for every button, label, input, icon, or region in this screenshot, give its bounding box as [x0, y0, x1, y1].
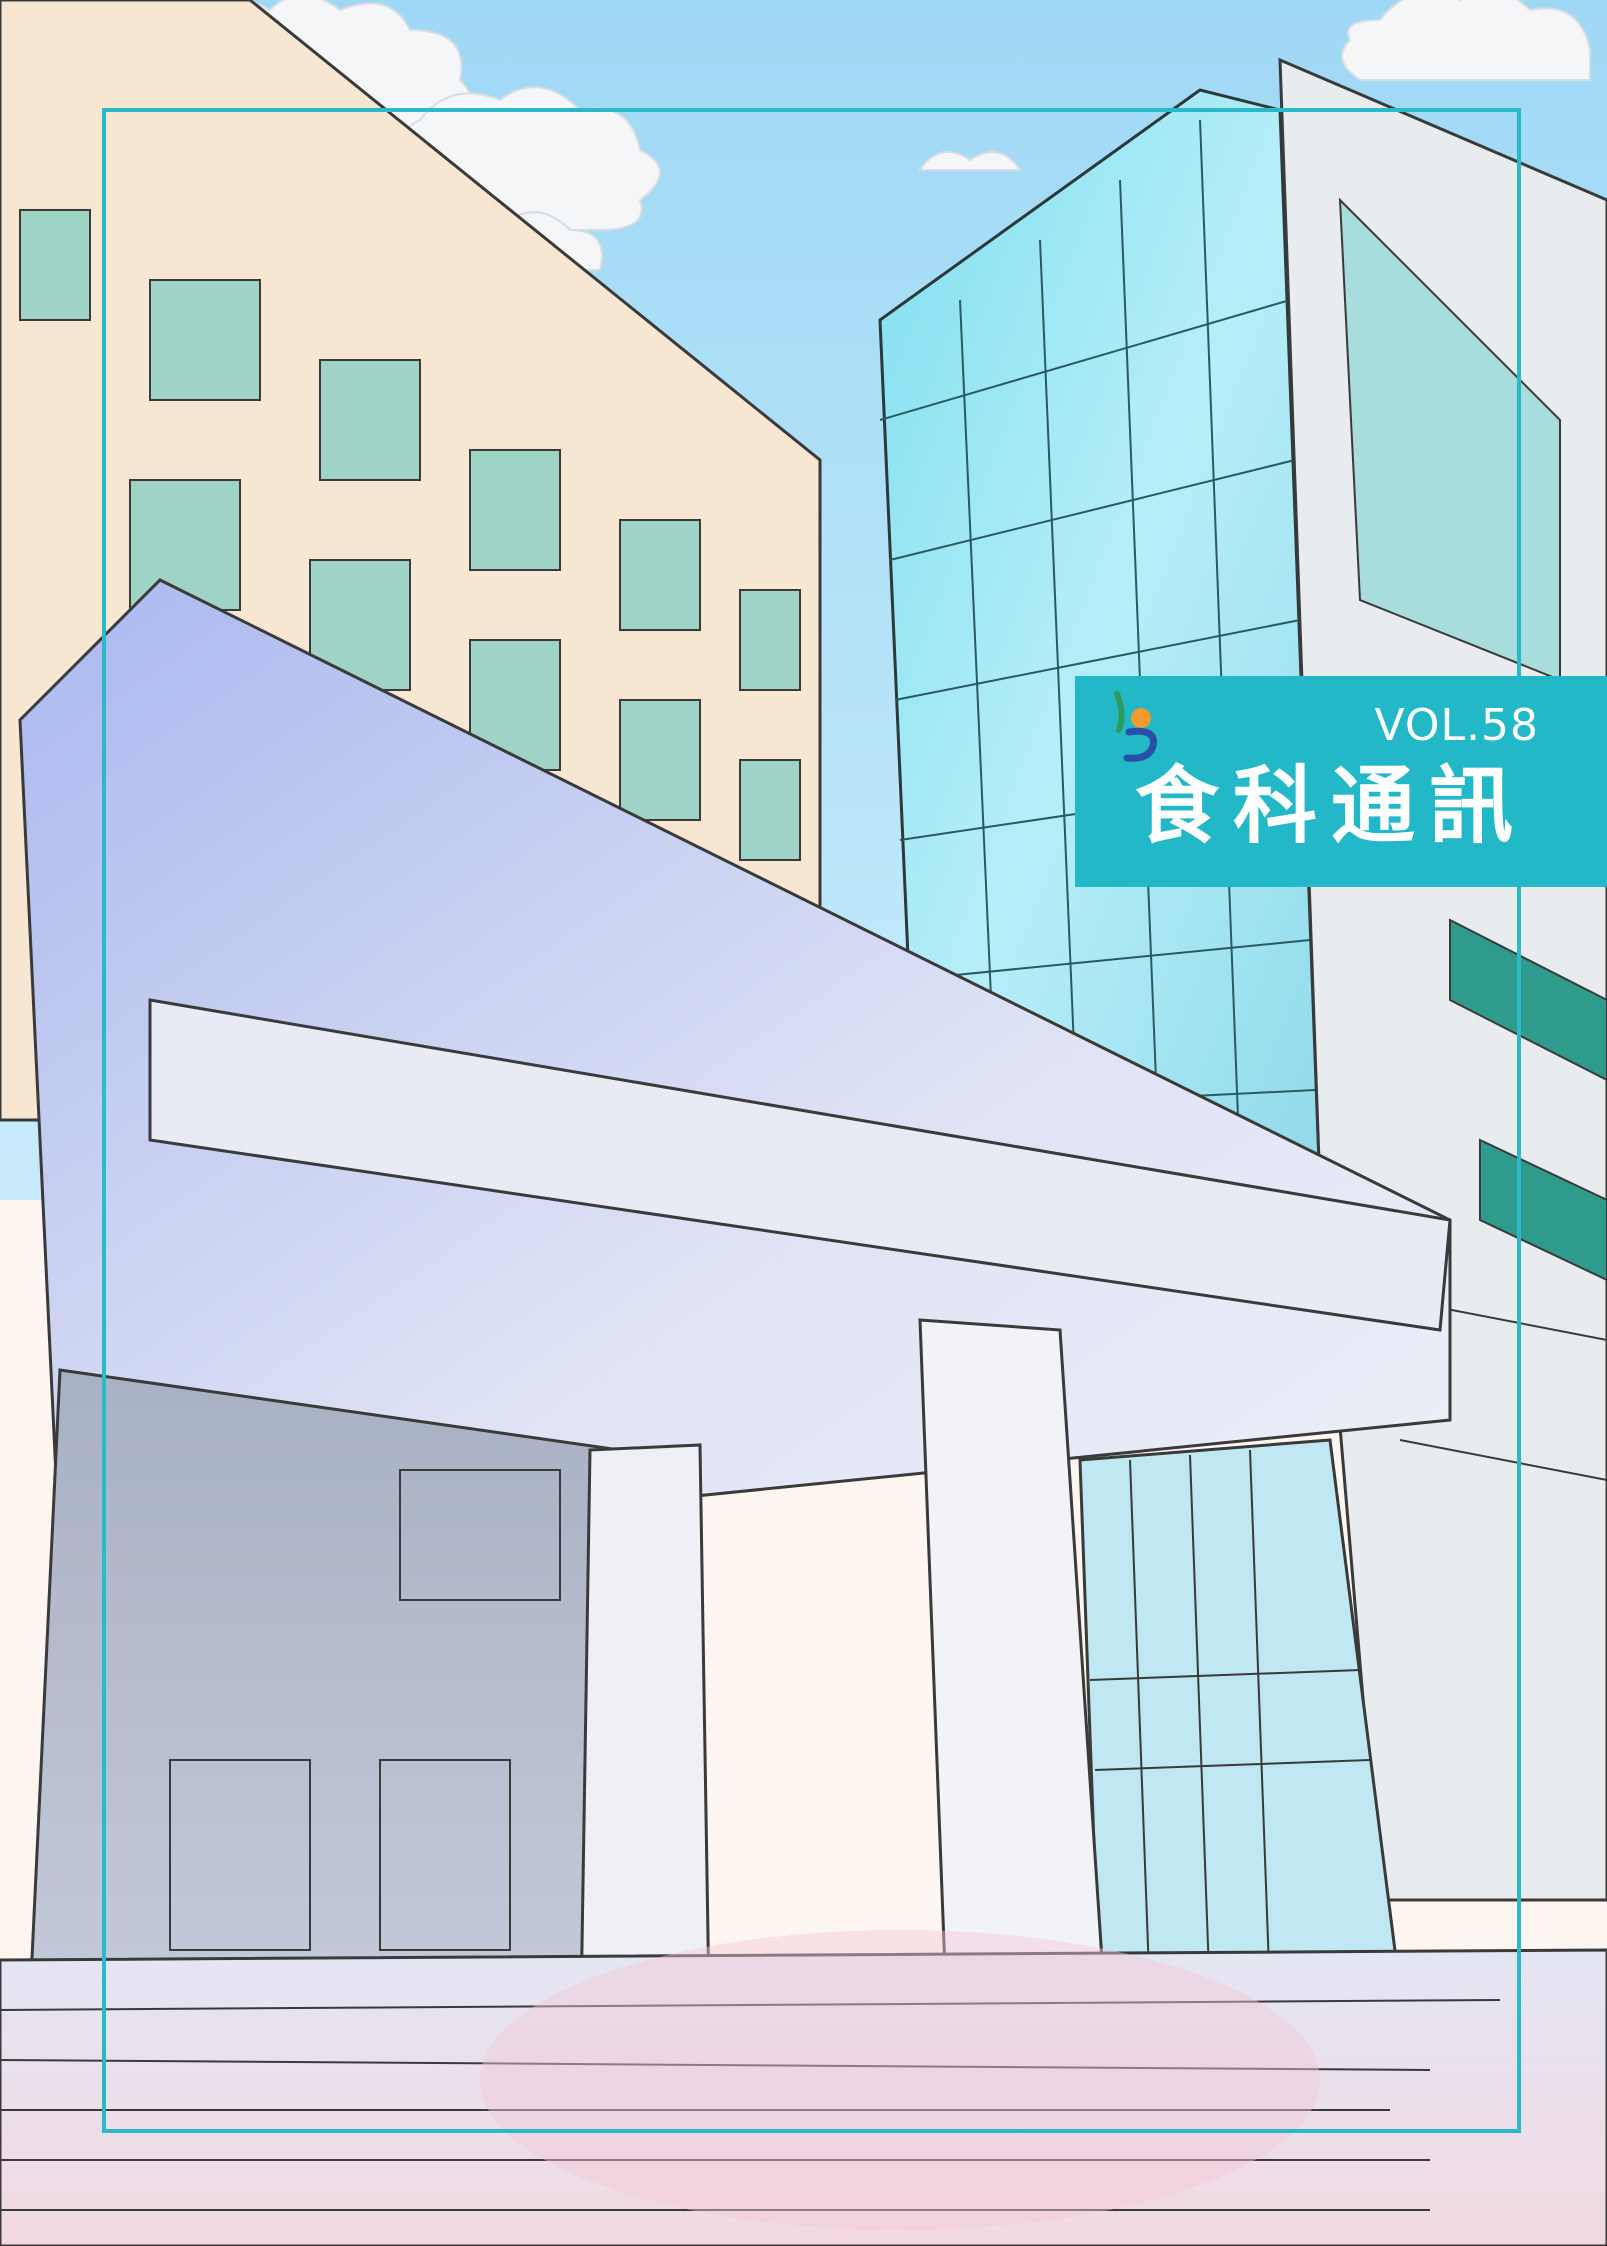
- magazine-title: 食科通訊: [1135, 757, 1528, 855]
- title-panel: VOL.58 食科通訊: [1075, 676, 1607, 887]
- volume-number: VOL.58: [1374, 700, 1539, 751]
- publisher-logo-icon: [1114, 691, 1157, 762]
